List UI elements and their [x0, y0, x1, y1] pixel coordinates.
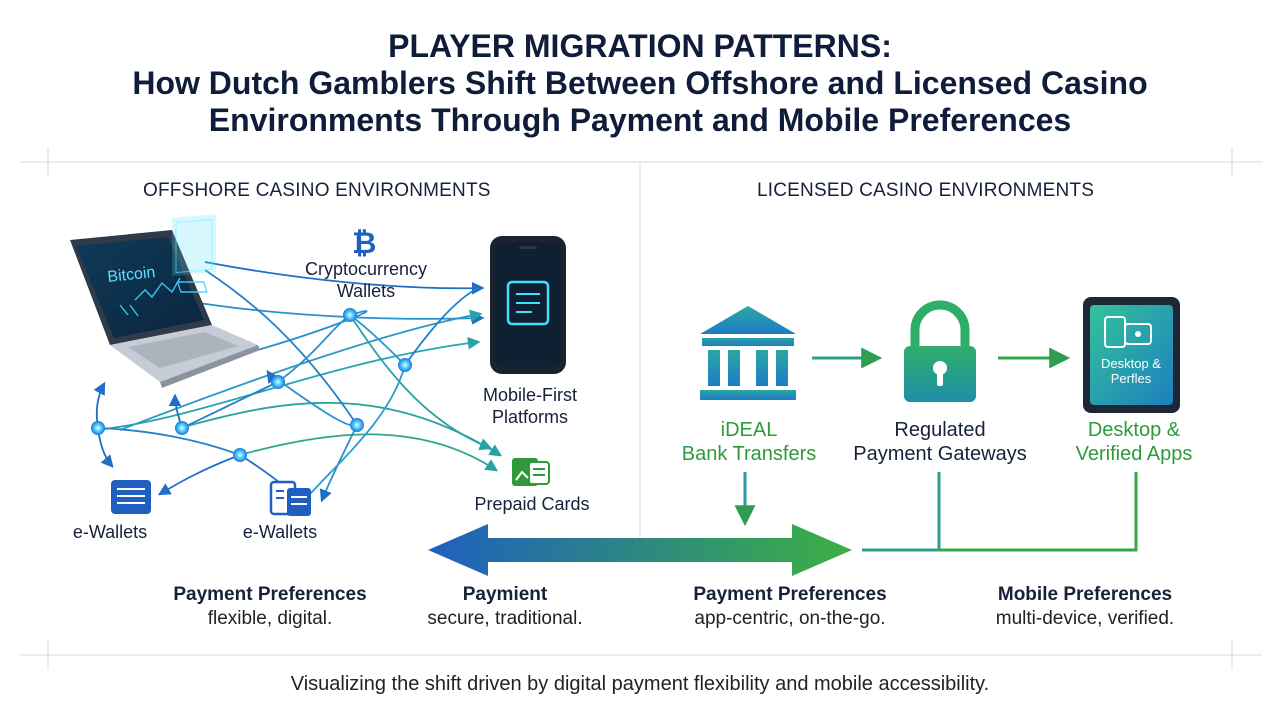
- ewallet-icon-2: [269, 480, 311, 516]
- prepaid-cards-label: Prepaid Cards: [474, 494, 590, 514]
- network-node: [343, 308, 357, 322]
- preference-block: Paymient secure, traditional.: [427, 584, 583, 629]
- network-node: [398, 358, 412, 372]
- ewallets-label-1: e-Wallets: [72, 522, 148, 542]
- svg-text:Bitcoin: Bitcoin: [107, 264, 157, 286]
- preference-block: Payment Preferences flexible, digital.: [173, 584, 367, 629]
- licensed-heading: LICENSED CASINO ENVIRONMENTS: [757, 180, 1095, 201]
- frame-lines: [20, 148, 1262, 670]
- lock-icon: [904, 300, 976, 402]
- svg-text:Perfles: Perfles: [1111, 371, 1152, 386]
- network-node: [91, 421, 105, 435]
- preference-block: Mobile Preferences multi-device, verifie…: [995, 584, 1175, 629]
- smartphone-icon: [490, 236, 566, 374]
- network-node: [271, 375, 285, 389]
- prepaid-card-icon: [512, 458, 550, 486]
- laptop-icon: Bitcoin: [70, 214, 260, 388]
- bank-icon: [700, 306, 796, 400]
- tablet-icon: [1083, 297, 1180, 413]
- network-nodes: [91, 308, 412, 462]
- network-lines: [93, 261, 503, 506]
- migration-arrow: [428, 524, 852, 576]
- licensed-arrows: [734, 347, 1138, 552]
- svg-text:Desktop &: Desktop &: [1101, 356, 1161, 371]
- ewallets-label-2: e-Wallets: [242, 522, 318, 542]
- ewallet-icon-1: [111, 480, 151, 514]
- network-node: [175, 421, 189, 435]
- page-title: PLAYER MIGRATION PATTERNS: How Dutch Gam…: [132, 28, 1148, 138]
- network-node: [350, 418, 364, 432]
- preference-block: Payment Preferences app-centric, on-the-…: [693, 584, 887, 629]
- bitcoin-icon: ₿: [352, 227, 376, 260]
- verified-apps-label: Desktop &Verified Apps: [1075, 419, 1193, 465]
- caption: Visualizing the shift driven by digital …: [290, 673, 990, 695]
- network-node: [233, 448, 247, 462]
- offshore-heading: OFFSHORE CASINO ENVIRONMENTS: [143, 180, 491, 201]
